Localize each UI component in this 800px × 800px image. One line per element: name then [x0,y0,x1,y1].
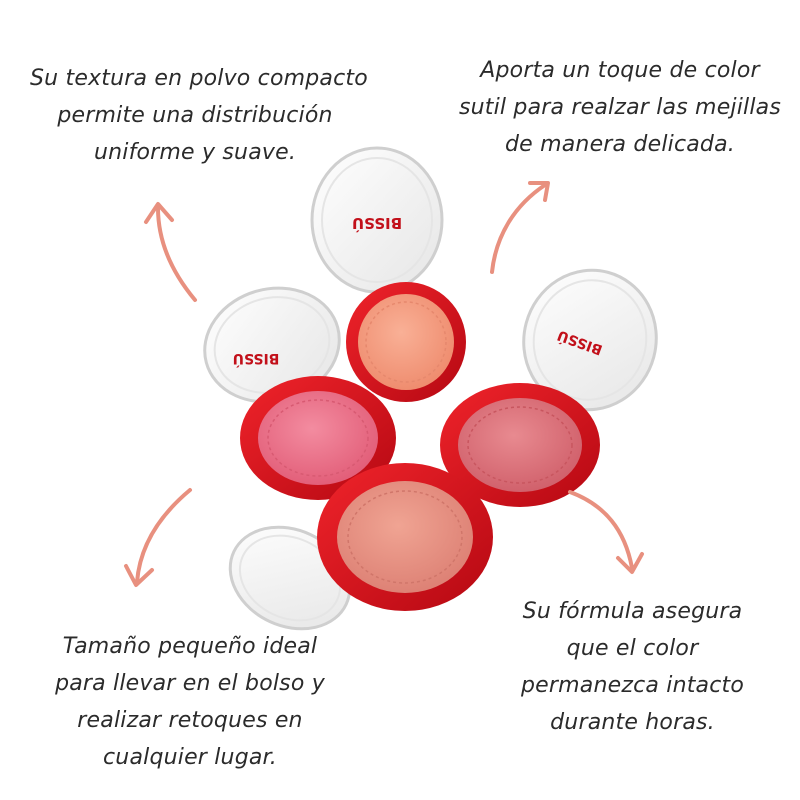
caption-bottom-left: Tamaño pequeño ideal para llevar en el b… [40,628,340,776]
caption-line: Tamaño pequeño ideal [62,634,318,659]
caption-line: realizar retoques en [77,708,303,733]
caption-line: permite una distribución [57,103,333,128]
caption-line: durante horas. [550,710,715,735]
brand-logo: BISSÚ [352,214,402,233]
caption-line: permanezca intacto [521,673,744,698]
compact-pink: BISSÚ [203,286,396,500]
caption-line: Aporta un toque de color [480,58,760,83]
brand-logo: BISSÚ [233,350,280,368]
caption-line: que el color [566,636,699,661]
compact-nude [228,463,493,631]
compact-peach: BISSÚ [310,146,466,402]
arrow-top-left [144,202,197,302]
compact-rose: BISSÚ [440,268,658,507]
caption-line: para llevar en el bolso y [55,671,325,696]
caption-bottom-right: Su fórmula asegura que el color permanez… [505,593,760,741]
caption-line: sutil para realzar las mejillas [458,95,782,120]
arrow-top-right [490,181,550,274]
caption-top-right: Aporta un toque de color sutil para real… [455,52,785,163]
caption-line: Su fórmula asegura [522,599,743,624]
caption-line: Su textura en polvo compacto [30,66,368,91]
arrow-bottom-right [568,490,644,574]
caption-top-left: Su textura en polvo compacto permite una… [30,60,368,171]
caption-line: uniforme y suave. [93,140,297,165]
arrow-bottom-left [124,488,192,587]
caption-line: de manera delicada. [505,132,735,157]
caption-line: cualquier lugar. [103,745,277,770]
